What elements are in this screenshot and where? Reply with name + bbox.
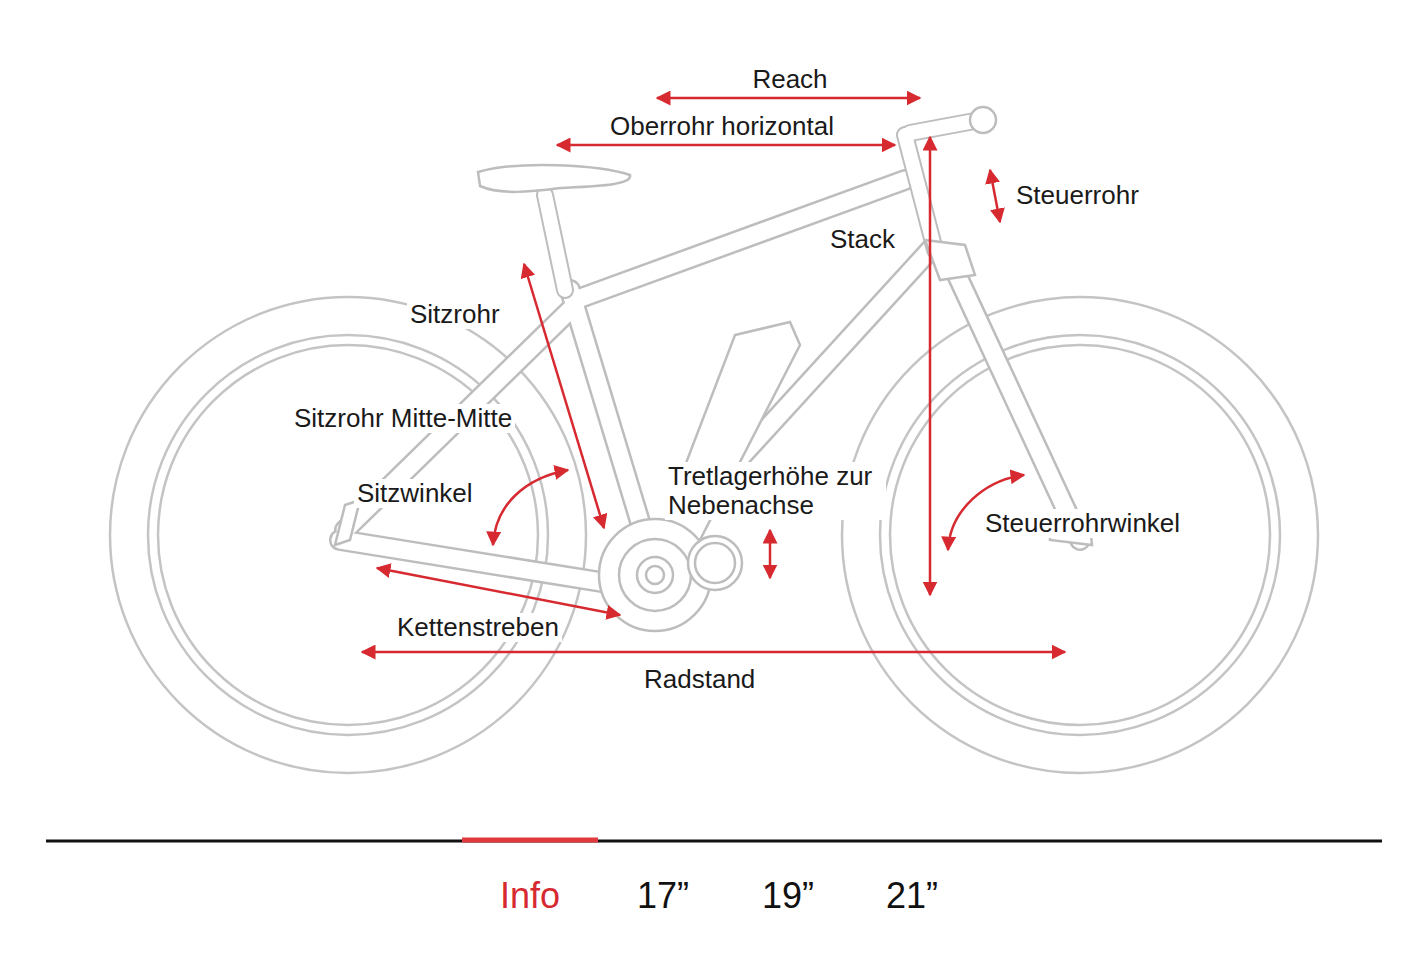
chainring [688, 536, 742, 590]
dimension-label: Oberrohr horizontal [607, 112, 837, 141]
top-tube-arrow [557, 144, 895, 147]
chainstay-arrow [377, 568, 620, 615]
frame [340, 120, 1080, 585]
tab-label: 19” [762, 876, 814, 916]
dimension-arrows [362, 98, 1065, 652]
tab-rule [46, 840, 1382, 843]
dimension-label: Reach [749, 65, 830, 94]
dimension-label: Sitzrohr [407, 300, 503, 329]
wheels [110, 297, 1318, 773]
dimension-label: Sitzwinkel [354, 479, 476, 508]
reach-arrow [657, 97, 920, 100]
head-tube-arrow [990, 170, 1000, 222]
parts [335, 107, 1092, 631]
bb-height-arrow [769, 530, 772, 578]
dimension-label: Sitzrohr Mitte-Mitte [291, 404, 515, 433]
tab-label: 17” [637, 876, 689, 916]
fork-crown [925, 240, 975, 280]
seat-angle-arrow [493, 470, 568, 545]
dimension-label: Kettenstreben [394, 613, 562, 642]
tab-label: Info [500, 876, 560, 916]
tab-label: 21” [886, 876, 938, 916]
wheelbase-arrow [362, 651, 1065, 654]
dimension-label: Stack [827, 225, 898, 254]
dimension-label: Steuerrohr [1013, 181, 1142, 210]
tab-active-bar [462, 838, 598, 843]
seat-tube-arrow [524, 264, 604, 528]
saddle [478, 165, 630, 192]
dimension-label: Steuerrohrwinkel [982, 509, 1183, 538]
dimension-label: Tretlagerhöhe zur Nebenachse [665, 462, 886, 520]
dimension-label: Radstand [641, 665, 758, 694]
handlebar [970, 107, 996, 133]
stack-arrow [929, 137, 932, 595]
